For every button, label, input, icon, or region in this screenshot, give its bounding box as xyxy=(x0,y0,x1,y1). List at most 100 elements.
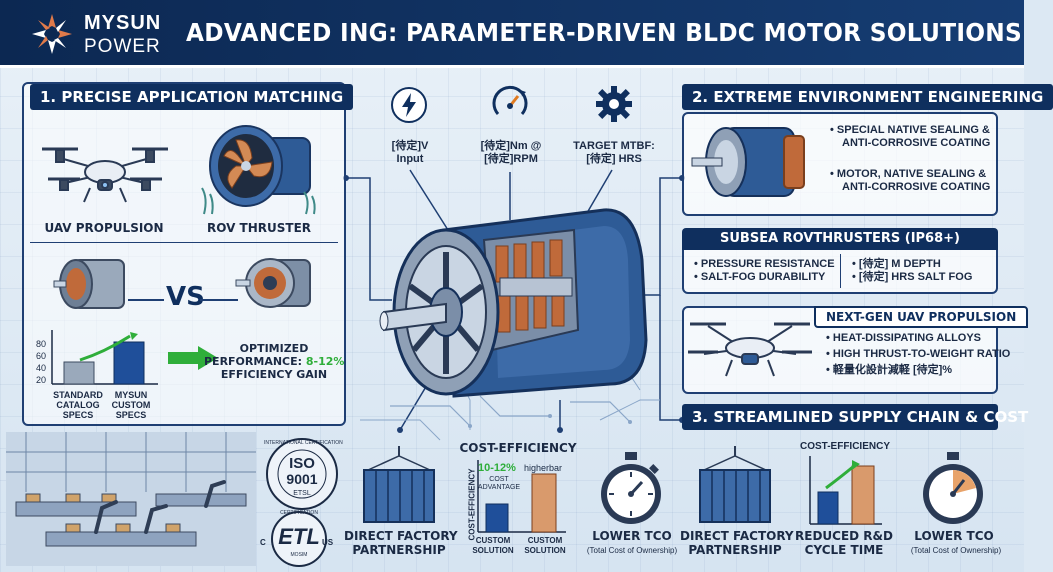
circuit-traces xyxy=(390,395,632,428)
standard-specs-label-3: SPECS xyxy=(62,410,94,420)
mtbf-label-1: TARGET MTBF: xyxy=(573,140,655,152)
uav-bullet-1: HEAT-DISSIPATING ALLOYS xyxy=(826,332,981,345)
custom-specs-label-1: MYSUN xyxy=(114,390,148,400)
standard-specs-label-1: STANDARD xyxy=(53,390,103,400)
custom-solution-bar-1 xyxy=(485,503,509,533)
subsea-title: SUBSEA ROVTHRUSTERS (IP68+) xyxy=(682,228,998,250)
optimized-percent: 8-12% xyxy=(305,355,345,368)
cost-advantage-2: ADVANTAGE xyxy=(477,484,521,491)
green-arrow-icon xyxy=(168,346,218,370)
chart-tick-60: 60 xyxy=(36,351,47,361)
gauge-icon xyxy=(492,85,528,115)
cost-efficiency-title-2: COST-EFFICIENCY xyxy=(799,441,890,452)
lower-tco-2: LOWER TCO xyxy=(914,529,994,543)
rov-thruster-label: ROV THRUSTER xyxy=(206,221,312,235)
uav-propulsion-label: UAV PROPULSION xyxy=(44,221,164,235)
cost-efficiency-title-1: COST-EFFICIENCY xyxy=(459,441,577,455)
custom-motor-icon xyxy=(235,258,311,308)
env-bullet1-line2: ANTI-CORROSIVE COATING xyxy=(842,137,991,149)
etl-ring-top: CERTIFICATION xyxy=(280,510,318,516)
sun-logo-icon xyxy=(32,14,72,54)
direct-factory-2-line1: DIRECT FACTORY xyxy=(680,529,794,543)
iso-number-text: 9001 xyxy=(286,471,318,487)
lower-tco-1: LOWER TCO xyxy=(592,529,672,543)
subsea-divider xyxy=(840,254,841,288)
vs-connector xyxy=(128,299,238,301)
tco-subtext-2: (Total Cost of Ownership) xyxy=(910,546,1002,555)
brand-name-top: MYSUN xyxy=(84,12,162,34)
optimized-prefix: PERFORMANCE: xyxy=(204,355,306,368)
cost-category-2-line2: SOLUTION xyxy=(524,546,566,555)
iso-ring-text: INTERNATIONAL CERTIFICATION xyxy=(264,440,343,446)
rd-cycle-chart xyxy=(809,456,882,525)
uav-bullet-2: HIGH THRUST-TO-WEIGHT RATIO xyxy=(826,348,1010,361)
chart-tick-20: 20 xyxy=(36,375,47,385)
etl-main-text: ETL xyxy=(278,524,320,549)
reduced-rd-line1: REDUCED R&D xyxy=(795,529,893,543)
vs-label: VS xyxy=(166,282,205,312)
section2-title: 2. EXTREME ENVIRONMENT ENGINEERING xyxy=(682,84,1053,110)
subsea-right-1: [待定] M DEPTH xyxy=(852,258,941,271)
mtbf-label-2: [待定] HRS xyxy=(586,153,642,165)
standard-specs-label-2: CATALOG xyxy=(56,400,100,410)
page-title: ADVANCED ING: PARAMETER-DRIVEN BLDC MOTO… xyxy=(186,18,1023,47)
env-bullet1-line1: SPECIAL NATIVE SEALING & xyxy=(830,124,990,137)
etl-c-text: C xyxy=(260,538,266,547)
gear-icon xyxy=(596,86,632,122)
subsea-left-2: SALT-FOG DURABILITY xyxy=(694,271,825,284)
iso-main-text: ISO xyxy=(289,455,315,472)
standard-bar xyxy=(63,361,95,385)
direct-factory-1-line1: DIRECT FACTORY xyxy=(344,529,458,543)
cost-category-1-line2: SOLUTION xyxy=(472,546,514,555)
voltage-label-2: Input xyxy=(396,153,424,165)
chart-tick-40: 40 xyxy=(36,363,47,373)
custom-specs-label-2: CUSTOM xyxy=(111,400,151,410)
iso-sub-text: ETSL xyxy=(293,490,311,497)
custom-solution-bar-2 xyxy=(531,473,557,533)
uav-bullet-3: 軽量化設計減軽 [待定]% xyxy=(826,364,952,377)
etl-us-text: US xyxy=(322,538,334,547)
header-bar: MYSUN POWER ADVANCED ING: PARAMETER-DRIV… xyxy=(0,0,1024,68)
lightning-icon xyxy=(391,87,427,123)
cost-percent: 10-12% xyxy=(478,462,516,474)
cost-efficiency-chart xyxy=(477,460,566,533)
reduced-rd-line2: CYCLE TIME xyxy=(804,543,884,557)
cost-advantage-1: COST xyxy=(489,476,509,483)
direct-factory-1-line2: PARTNERSHIP xyxy=(352,543,446,557)
optimized-line2: PERFORMANCE: 8-12% xyxy=(204,355,344,368)
env-bullet2-line2: ANTI-CORROSIVE COATING xyxy=(842,181,991,193)
iso-9001-badge xyxy=(266,438,338,510)
subsea-right-2: [待定] HRS SALT FOG xyxy=(852,271,972,284)
chart-tick-80: 80 xyxy=(36,339,47,349)
section1-divider xyxy=(30,242,338,243)
custom-specs-label-3: SPECS xyxy=(115,410,147,420)
nextgen-drone-illustration xyxy=(688,322,812,377)
sealed-motor-illustration xyxy=(691,127,805,197)
performance-mini-chart xyxy=(51,330,158,385)
stopwatch-icon-1 xyxy=(601,452,661,524)
section3-title: 3. STREAMLINED SUPPLY CHAIN & COST xyxy=(682,404,1028,430)
tco-subtext-1: (Total Cost of Ownership) xyxy=(586,546,678,555)
custom-bar xyxy=(113,341,145,385)
shipping-container-icon-2 xyxy=(699,446,771,523)
uav-drone-illustration xyxy=(42,147,168,203)
bldc-motor-illustration xyxy=(379,208,648,398)
shipping-container-icon-1 xyxy=(363,446,435,523)
rov-thruster-illustration xyxy=(201,125,316,215)
voltage-label-1: [待定]V xyxy=(391,140,429,152)
optimized-line3: EFFICIENCY GAIN xyxy=(220,368,328,381)
subsea-left-1: PRESSURE RESISTANCE xyxy=(694,258,835,271)
standard-motor-icon xyxy=(53,259,125,309)
torque-label-2: [待定]RPM xyxy=(484,153,538,165)
direct-factory-2-line2: PARTNERSHIP xyxy=(688,543,782,557)
cost-category-2-line1: CUSTOM xyxy=(527,536,563,545)
uav-panel-title: NEXT-GEN UAV PROPULSION xyxy=(814,306,1029,328)
section1-title: 1. PRECISE APPLICATION MATCHING xyxy=(30,84,354,110)
factory-illustration xyxy=(6,432,256,566)
env-bullet2-line1: MOTOR, NATIVE SEALING & xyxy=(830,168,986,181)
etl-bottom-text: MOSIM xyxy=(290,552,308,558)
optimized-line1: OPTIMIZED xyxy=(239,342,309,355)
stopwatch-icon-2 xyxy=(923,452,983,524)
cost-category-1-line1: CUSTOM xyxy=(475,536,511,545)
brand-name-bottom: POWER xyxy=(84,36,161,57)
